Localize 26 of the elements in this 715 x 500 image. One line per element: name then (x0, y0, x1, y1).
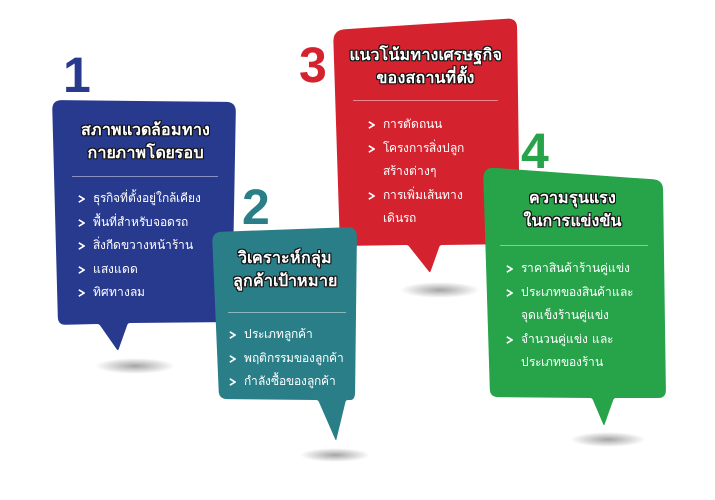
step-number: 1 (63, 50, 91, 100)
list-item: โครงการสิ่งปลูกสร้างต่างๆ (383, 138, 465, 180)
list-item: การเพิ่มเส้นทางเดินรถ (383, 186, 464, 227)
list-item: ทิศทางลม (93, 284, 145, 301)
step-number: 4 (521, 126, 549, 176)
list-item: ราคาสินค้าร้านคู่แข่ง (521, 260, 630, 278)
list-item: ประเภทของสินค้าและจุดแข็งร้านคู่แข่ง (521, 284, 633, 324)
bubble-heading: วิเคราะห์กลุ่มลูกค้าเป้าหมาย (232, 247, 338, 292)
list-item: กำลังซื้อของลูกค้า (244, 371, 336, 390)
list-item: ประเภทลูกค้า (244, 326, 313, 344)
list-item: ธุรกิจที่ตั้งอยู่ใกล้เคียง (93, 188, 201, 208)
step-number: 3 (299, 40, 327, 90)
list-item: พฤติกรรมของลูกค้า (244, 350, 344, 368)
list-item: สิ่งกีดขวางหน้าร้าน (93, 236, 193, 254)
list-item: จำนวนคู่แข่ง และประเภทของร้าน (521, 330, 614, 371)
list-item: พื้นที่สำหรับจอดรถ (93, 212, 188, 230)
speech-bubble (333, 18, 520, 273)
list-item: การตัดถนน (383, 116, 442, 133)
bubble-heading: ความรุนแรงในการแข่งขัน (522, 187, 622, 232)
speech-bubble (212, 227, 357, 441)
bubble-heading: แนวโน้มทางเศรษฐกิจของสถานที่ตั้ง (348, 44, 502, 89)
speech-bubble (52, 100, 236, 351)
list-item: แสงแดด (93, 260, 138, 278)
bubble-heading: สภาพแวดล้อมทางกายภาพโดยรอบ (80, 119, 211, 164)
step-number: 2 (242, 182, 270, 232)
speech-bubble (483, 167, 666, 426)
